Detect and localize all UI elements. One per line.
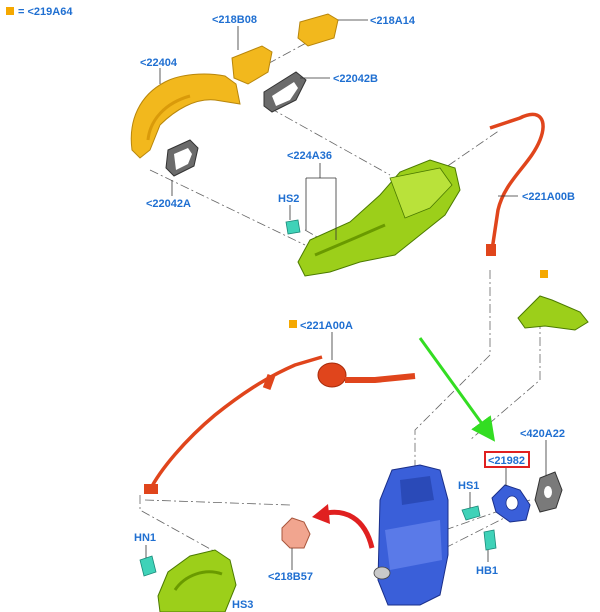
highlight-box-21982 [484, 451, 530, 468]
small-bracket [517, 270, 589, 331]
screw-hs2 [285, 219, 301, 235]
latch-cover-21982 [491, 484, 531, 523]
label-hs1: HS1 [458, 480, 479, 492]
leader-lines [145, 19, 547, 570]
cable-221A00A [144, 320, 416, 494]
label-221A00B: <221A00B [522, 191, 575, 203]
handle-bracket-224A36 [297, 159, 461, 277]
seal-420A22 [534, 471, 563, 513]
door-latch-21812 [373, 464, 449, 606]
label-hb1: HB1 [476, 565, 498, 577]
handle-cap-218A14 [297, 13, 339, 47]
handle-cap-218B08 [231, 45, 273, 85]
label-hs3: HS3 [232, 599, 253, 611]
legend-marker [6, 7, 14, 15]
label-221A00A: <221A00A [300, 320, 353, 332]
nut-hn1 [139, 555, 157, 577]
label-22042B: <22042B [333, 73, 378, 85]
cable-221A00B [486, 112, 545, 256]
gasket-22042B [263, 71, 307, 113]
label-218B57: <218B57 [268, 571, 313, 583]
red-curved-arrow [312, 504, 375, 549]
screw-hs1 [461, 505, 481, 521]
inner-handle [157, 549, 237, 612]
bolt-hb1 [483, 529, 497, 551]
label-21982: <21982 [488, 455, 525, 467]
green-arrow [418, 337, 496, 442]
label-224A36: <224A36 [287, 150, 332, 162]
legend: = <219A64 [6, 6, 73, 18]
gasket-22042A [165, 139, 199, 177]
clip-218B57 [281, 517, 311, 549]
label-22042A: <22042A [146, 198, 191, 210]
label-218B08: <218B08 [212, 14, 257, 26]
legend-text: = <219A64 [18, 6, 73, 18]
outside-handle-22404 [130, 73, 241, 159]
part-labels: <218B08 <218A14 <22404 <22042B <22042A <… [134, 14, 575, 611]
label-hs2: HS2 [278, 193, 299, 205]
label-218A14: <218A14 [370, 15, 416, 27]
label-22404: <22404 [140, 57, 178, 69]
assembly-lines [139, 29, 541, 561]
label-420A22: <420A22 [520, 428, 565, 440]
label-hn1: HN1 [134, 532, 156, 544]
